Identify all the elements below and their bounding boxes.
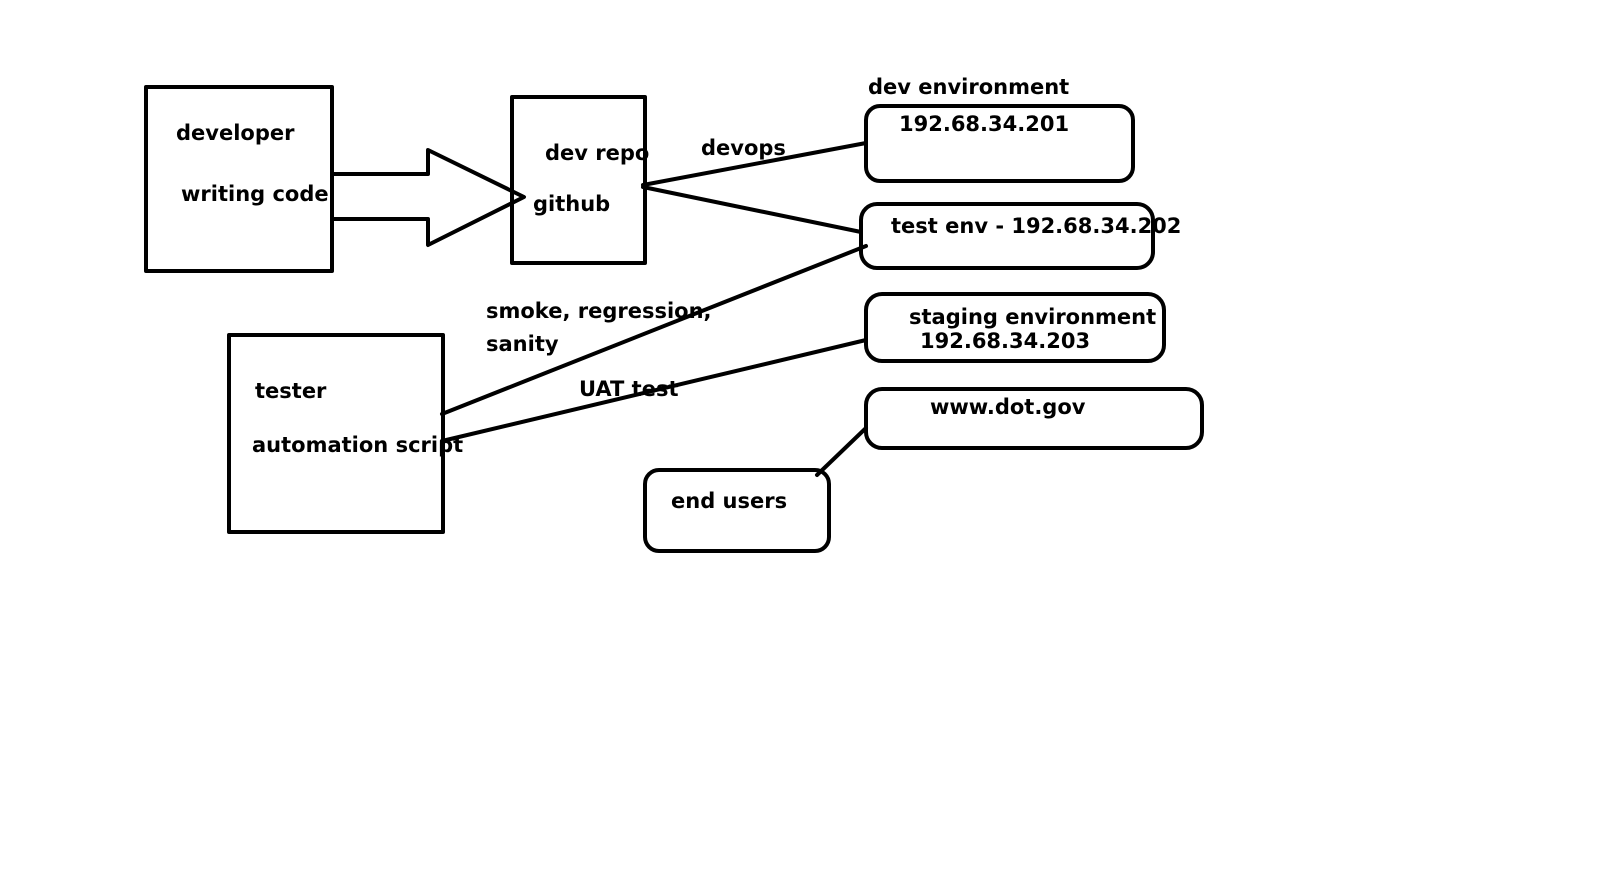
dev-repo-box[interactable] [510,95,647,265]
edge-tester-to-test-env [440,244,868,416]
edge-repo-to-test-env [641,185,863,234]
dev-env-heading: dev environment [868,75,1070,99]
block-arrow [330,148,526,247]
production-box[interactable] [864,387,1204,450]
devops-edge-label: devops [701,136,786,160]
test-env-label: test env - 192.68.34.202 [891,214,1182,238]
tester-sublabel: automation script [252,433,464,457]
staging-env-box[interactable] [864,292,1166,363]
tests-edge-label-2: sanity [486,332,559,356]
tests-edge-label: smoke, regression, [486,299,712,323]
dev-repo-label: dev repo [545,141,650,165]
developer-sublabel: writing code [181,182,329,206]
staging-env-ip: 192.68.34.203 [920,329,1091,353]
github-label: github [533,192,611,216]
test-env-box[interactable] [859,202,1155,270]
edge-tester-to-staging [440,338,868,443]
end-users-box[interactable] [643,468,831,553]
dev-env-ip: 192.68.34.201 [899,112,1070,136]
staging-env-label: staging environment [909,305,1157,329]
edge-repo-to-dev-env [641,141,868,187]
developer-box[interactable] [144,85,334,273]
tester-box[interactable] [227,333,445,534]
uat-edge-label: UAT test [579,377,679,401]
end-users-label: end users [671,489,788,513]
edge-end-users-to-production [815,426,868,477]
developer-label: developer [176,121,295,145]
production-label: www.dot.gov [930,395,1086,419]
tester-label: tester [255,379,327,403]
